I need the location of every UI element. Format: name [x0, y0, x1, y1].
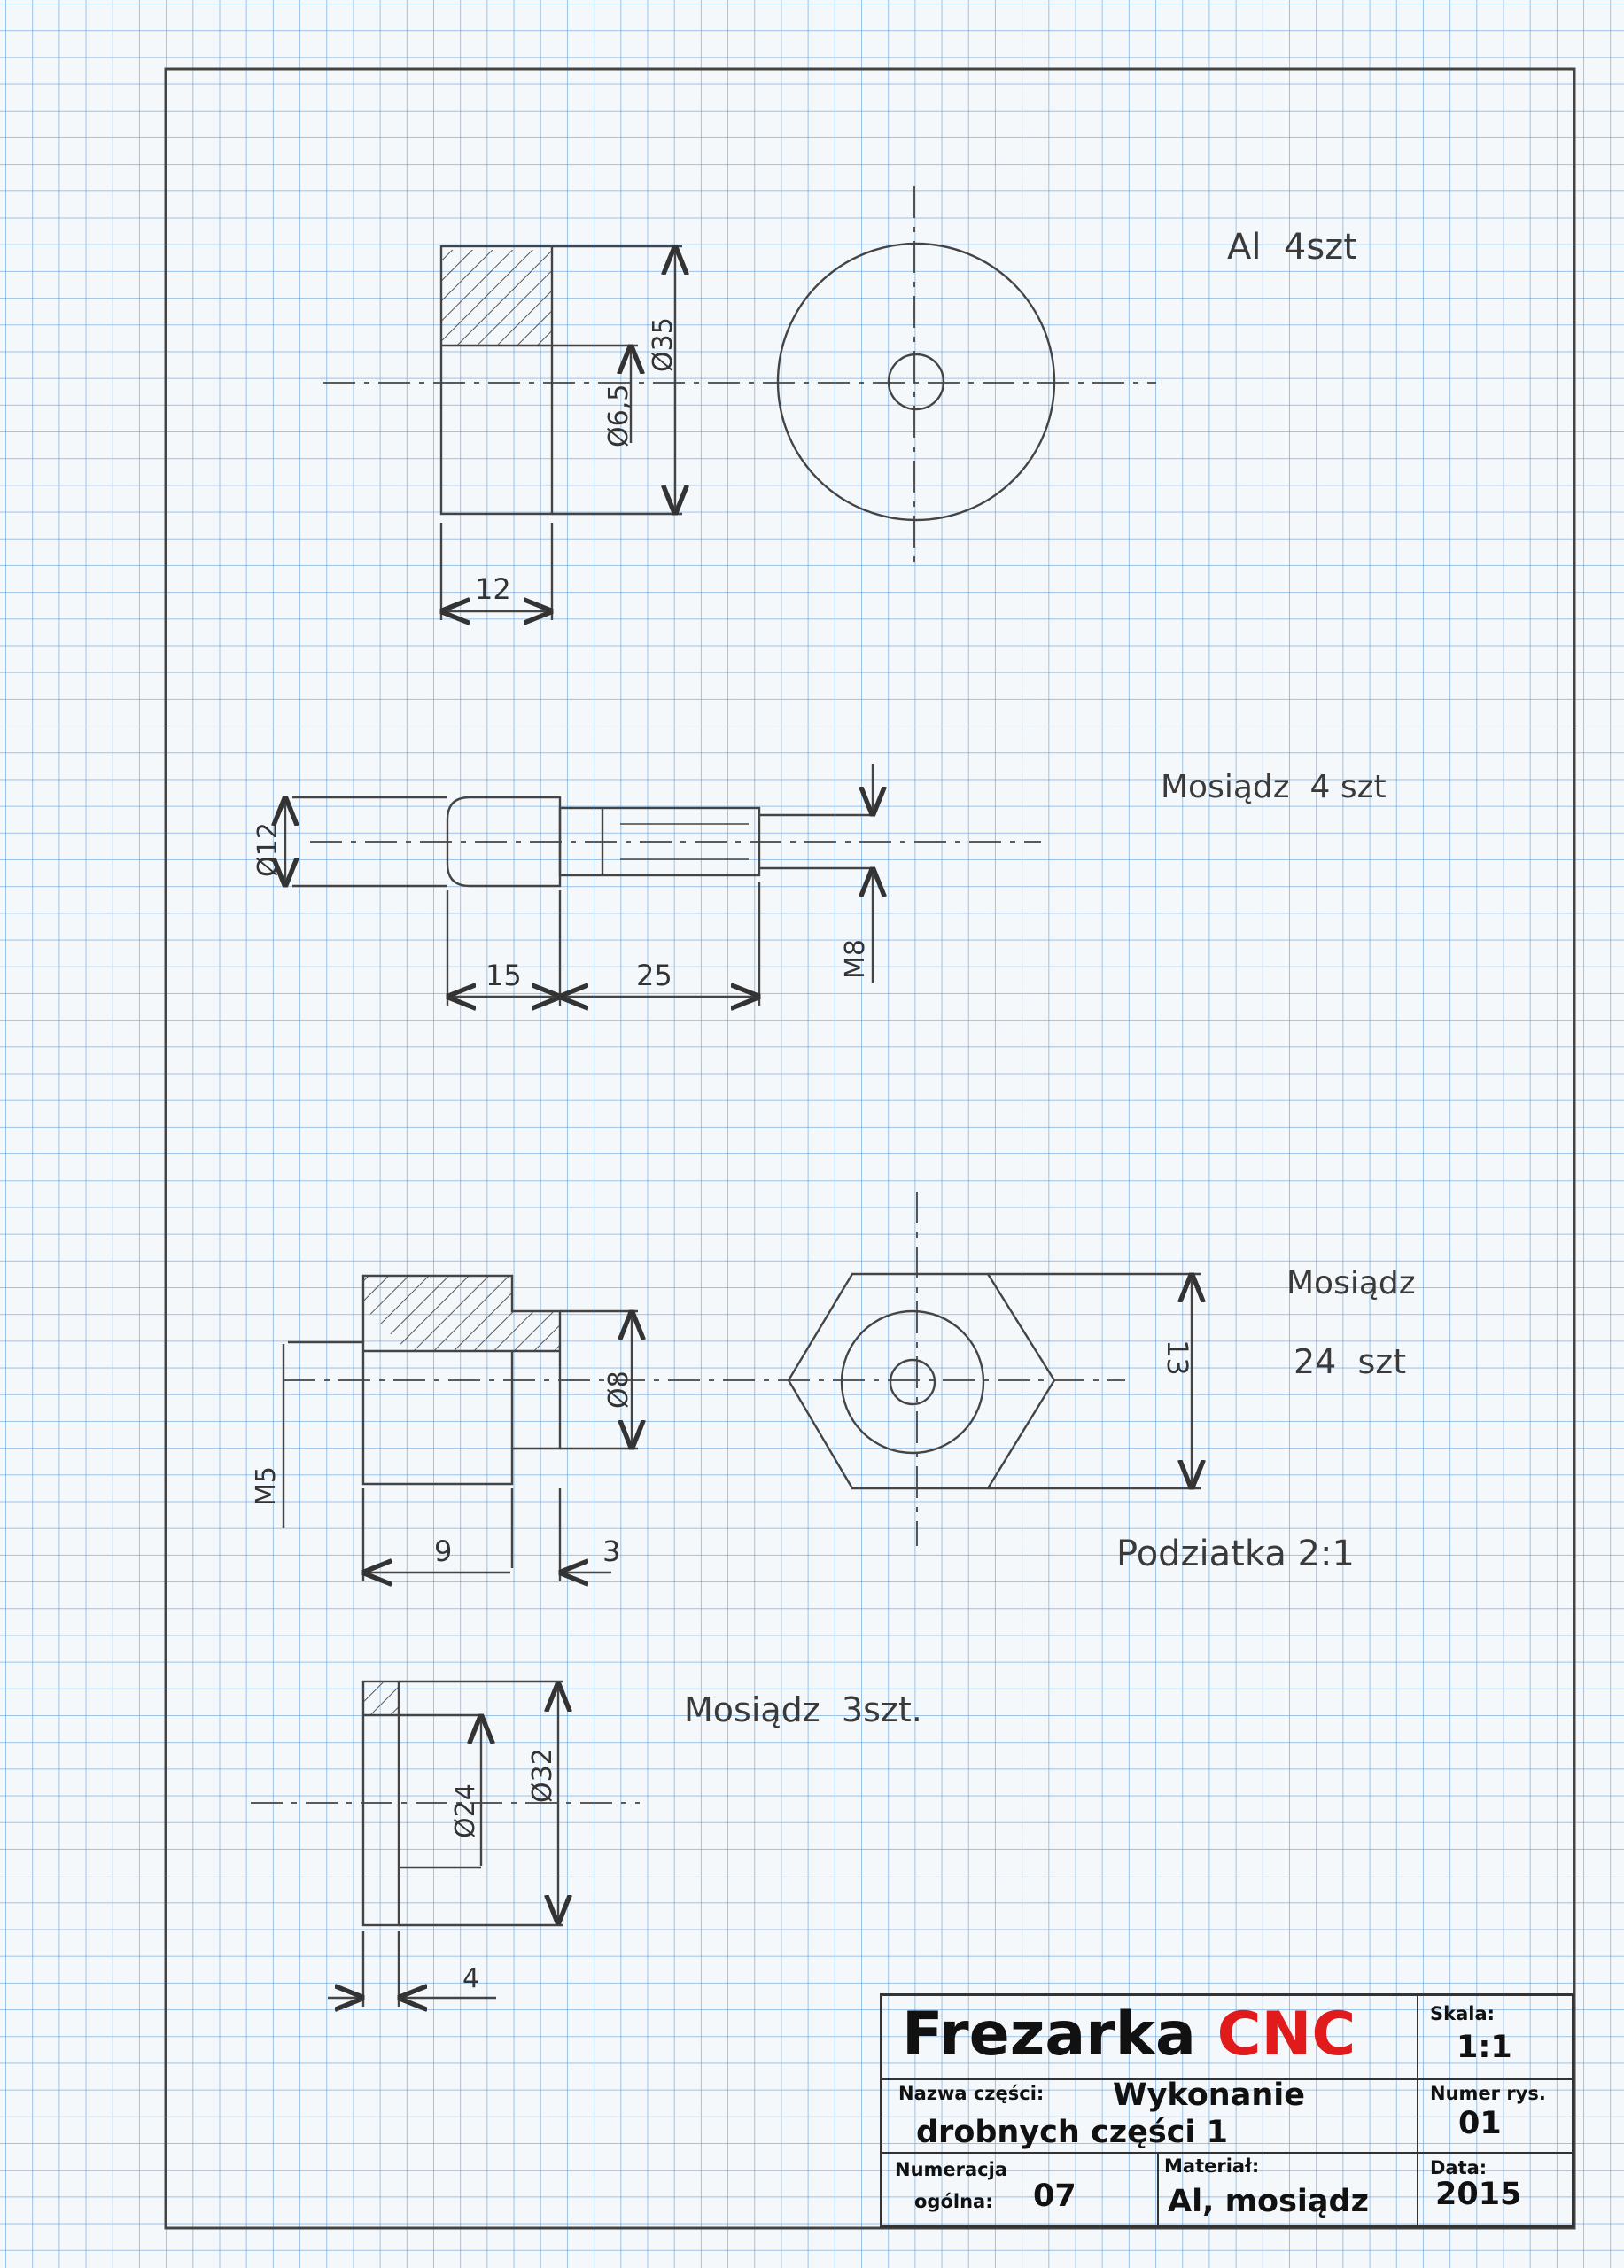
- part-3-hex-size-dim: 13: [1161, 1340, 1194, 1376]
- numbering-label-line-1: Numeracja: [895, 2159, 1007, 2180]
- part-1-side-view: [439, 245, 554, 516]
- numbering-value: 07: [1033, 2179, 1076, 2214]
- part-3-hex-front-view: [787, 1272, 1056, 1490]
- part-3-shoulder-circle: [840, 1309, 985, 1455]
- part-2-pin: [285, 764, 1041, 1006]
- drawing-number-value: 01: [1458, 2106, 1502, 2141]
- part-3-insert: [282, 1192, 1201, 1581]
- part-3-scale-note: Podziatka 2:1: [1116, 1534, 1355, 1574]
- project-title-word: Frezarka: [902, 2000, 1196, 2070]
- part-4-inner-diameter-dim: Ø24: [450, 1783, 481, 1838]
- part-2-thread-dim: M8: [840, 939, 871, 979]
- part-2-head: [446, 796, 562, 888]
- scale-value: 1:1: [1457, 2030, 1512, 2065]
- part-1-bore-diameter-dim: Ø6,5: [603, 384, 634, 447]
- part-1-disc: [323, 186, 1156, 620]
- part-4-thickness-dim: 4: [462, 1963, 479, 1994]
- part-1-length-dim: 12: [475, 572, 511, 606]
- date-label: Data:: [1430, 2157, 1488, 2179]
- part-1-bore: [887, 353, 945, 411]
- numbering-label-line-2: ogólna:: [914, 2191, 993, 2212]
- part-3-length-1-dim: 9: [434, 1534, 452, 1568]
- part-2-head-length-dim: 15: [486, 959, 522, 992]
- scale-label: Skala:: [1430, 2003, 1496, 2024]
- part-1-outer-diameter-dim: Ø35: [648, 317, 679, 372]
- part-3-thread-dim: M5: [251, 1466, 282, 1506]
- part-1-hatched-section: [441, 250, 552, 346]
- part-3-material-note: Mosiądz: [1286, 1265, 1416, 1301]
- title-block: Frezarka CNC Nazwa części: Wykonanie dro…: [880, 1993, 1574, 2228]
- drawing-frame: [164, 67, 1576, 2230]
- part-name-line-1: Wykonanie: [1113, 2078, 1305, 2113]
- part-4-washer: [251, 1680, 640, 2007]
- part-1-front-view: [776, 242, 1056, 522]
- part-2-head-diameter-dim: Ø12: [253, 822, 284, 877]
- part-3-hatched-section: [363, 1276, 560, 1351]
- part-2-material-note: Mosiądz 4 szt: [1161, 769, 1387, 805]
- part-name-line-2: drobnych części 1: [916, 2115, 1228, 2150]
- part-1-material-note: Al 4szt: [1227, 227, 1357, 268]
- part-4-outer-diameter-dim: Ø32: [527, 1748, 558, 1803]
- material-value: Al, mosiądz: [1168, 2184, 1369, 2219]
- part-4-hatched-section: [363, 1682, 399, 1715]
- project-title-accent: CNC: [1216, 2000, 1356, 2070]
- part-3-quantity-note: 24 szt: [1294, 1342, 1406, 1381]
- part-3-length-2-dim: 3: [602, 1534, 620, 1568]
- part-2-thread-length-dim: 25: [636, 959, 672, 992]
- part-3-shoulder-diameter-dim: Ø8: [603, 1371, 634, 1409]
- material-label: Materiał:: [1164, 2155, 1260, 2177]
- part-4-material-note: Mosiądz 3szt.: [684, 1690, 922, 1729]
- drawing-number-label: Numer rys.: [1430, 2083, 1546, 2104]
- part-3-thread-circle: [889, 1358, 936, 1406]
- part-name-label: Nazwa części:: [898, 2083, 1045, 2104]
- date-value: 2015: [1435, 2177, 1522, 2212]
- project-title: Frezarka CNC: [902, 2000, 1356, 2070]
